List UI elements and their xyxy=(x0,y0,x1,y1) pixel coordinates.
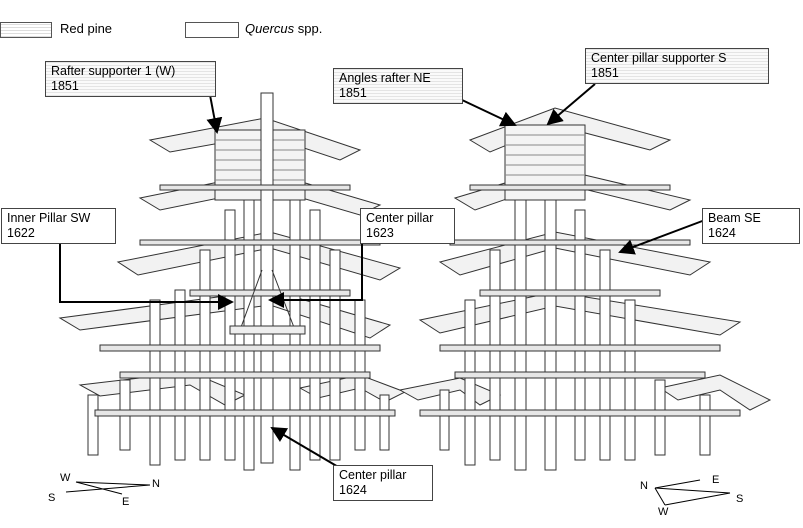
compass-right-s: S xyxy=(736,493,744,505)
compass-left-lines xyxy=(65,481,151,495)
legend-label-quercus: Quercus spp. xyxy=(245,21,322,36)
compass-left-s: S xyxy=(48,492,56,504)
callout-angles-rafter-ne: Angles rafter NE 1851 xyxy=(333,68,463,104)
callout-angles-rafter-name: Angles rafter NE xyxy=(339,71,431,85)
left-structure-view xyxy=(58,92,407,471)
callout-center-pillar-1624: Center pillar 1624 xyxy=(333,465,433,501)
compass-right-e: E xyxy=(712,474,720,486)
callout-center-pillar-supporter-year: 1851 xyxy=(591,66,619,80)
legend-swatch-quercus xyxy=(185,22,239,38)
compass-right-w: W xyxy=(658,506,669,518)
callout-rafter-supporter-name: Rafter supporter 1 (W) xyxy=(51,64,176,78)
callout-center-pillar-top-name: Center pillar xyxy=(366,211,434,225)
callout-angles-rafter-year: 1851 xyxy=(339,86,367,100)
callout-center-pillar-supporter-name: Center pillar supporter S xyxy=(591,51,727,65)
callout-beam-se-name: Beam SE xyxy=(708,211,761,225)
callout-inner-pillar-sw: Inner Pillar SW 1622 xyxy=(1,208,116,244)
compass-left-w: W xyxy=(60,472,71,484)
callout-center-pillar-top-year: 1623 xyxy=(366,226,394,240)
callout-rafter-supporter: Rafter supporter 1 (W) 1851 xyxy=(45,61,216,97)
callout-beam-se-year: 1624 xyxy=(708,226,736,240)
compass-right-n: N xyxy=(640,480,648,492)
callout-center-pillar-1623: Center pillar 1623 xyxy=(360,208,455,244)
legend-label-red-pine: Red pine xyxy=(60,21,113,36)
callout-leader-lines xyxy=(59,83,706,469)
compass-left-e: E xyxy=(122,496,130,508)
compass-right-lines xyxy=(654,479,731,506)
callout-center-pillar-bottom-name: Center pillar xyxy=(339,468,407,482)
callout-center-pillar-supporter-s: Center pillar supporter S 1851 xyxy=(585,48,769,84)
right-structure-view xyxy=(398,107,772,471)
callout-inner-pillar-name: Inner Pillar SW xyxy=(7,211,91,225)
callout-rafter-supporter-year: 1851 xyxy=(51,79,79,93)
callout-inner-pillar-year: 1622 xyxy=(7,226,35,240)
legend-label-quercus-suffix: spp. xyxy=(294,21,323,36)
callout-beam-se: Beam SE 1624 xyxy=(702,208,800,244)
compass-left-n: N xyxy=(152,478,160,490)
callout-center-pillar-bottom-year: 1624 xyxy=(339,483,367,497)
legend-label-quercus-genus: Quercus xyxy=(245,21,295,36)
legend-swatch-red-pine xyxy=(0,22,52,38)
